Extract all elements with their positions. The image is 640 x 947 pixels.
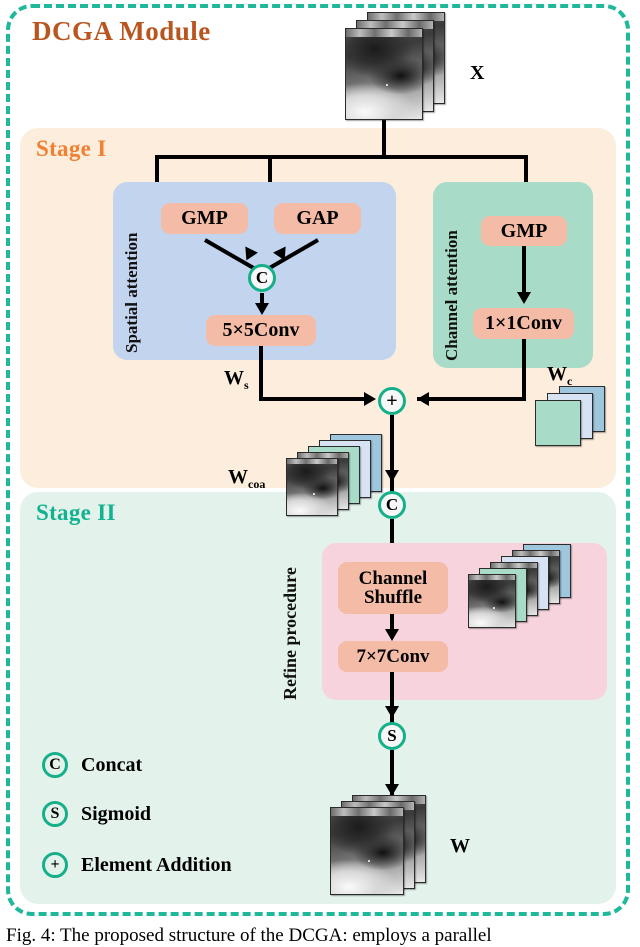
sigmoid-icon: S	[42, 801, 68, 827]
edge-input-to-bus	[382, 120, 386, 157]
stage-one-title: Stage I	[36, 136, 107, 161]
legend-label-addition: Element Addition	[81, 853, 232, 876]
figure-caption: Fig. 4: The proposed structure of the DC…	[6, 925, 492, 946]
refine-procedure-label: Refine procedure	[280, 567, 300, 700]
element-addition-node[interactable]: +	[378, 387, 406, 415]
concat-node-spatial[interactable]: C	[248, 264, 276, 292]
shuffle-plane-6	[468, 574, 516, 628]
channel-shuffle-line2: Shuffle	[363, 587, 423, 608]
edge-shuffle-to-conv77	[390, 614, 394, 634]
edge-bus-to-gap-spatial	[268, 155, 272, 188]
output-plane-front	[330, 807, 404, 895]
conv-7x7-box[interactable]: 7×7Conv	[338, 641, 448, 672]
edge-concat2-to-shuffle	[390, 519, 394, 557]
channel-attention-label: Channel attention	[442, 230, 461, 361]
edge-bus-to-gmp-spatial	[155, 155, 159, 188]
edge-concat-to-conv55	[260, 293, 264, 305]
arrowhead-concat2	[385, 470, 399, 482]
wc-plane-front	[535, 400, 581, 446]
plus-icon: +	[42, 852, 68, 878]
concat-icon: C	[42, 752, 68, 778]
edge-bus-to-gmp-channel	[524, 155, 528, 201]
edge-conv55-down	[259, 346, 263, 401]
spatial-attention-label: Spatial attention	[122, 232, 141, 353]
legend-label-concat: Concat	[81, 753, 143, 776]
gmp-channel-box[interactable]: GMP	[481, 216, 567, 246]
arrowhead-ws-addition	[364, 392, 376, 406]
arrowhead-output	[385, 784, 399, 796]
output-tensor-label: W	[450, 835, 470, 857]
page-title: DCGA Module	[32, 16, 211, 46]
gmp-spatial-box[interactable]: GMP	[161, 203, 248, 234]
gap-spatial-box[interactable]: GAP	[274, 203, 361, 234]
legend-item-addition: + Element Addition	[42, 852, 232, 878]
edge-addition-to-concat2	[390, 415, 394, 493]
edge-wc-to-addition	[417, 397, 526, 401]
edge-bus-horizontal	[155, 155, 528, 159]
channel-shuffle-line1: Channel	[358, 567, 428, 589]
wcoa-plane-5	[286, 458, 338, 516]
coarse-weight-label: Wcoa	[228, 466, 266, 491]
input-plane-front	[345, 28, 423, 120]
edge-conv11-down	[522, 339, 526, 401]
arrowhead-conv55	[255, 303, 269, 315]
arrowhead-wc-addition	[417, 392, 429, 406]
arrowhead-conv77	[385, 629, 399, 641]
edge-sigmoid-to-output	[390, 750, 394, 795]
legend-item-concat: C Concat	[42, 752, 142, 778]
concat-node-stage2[interactable]: C	[378, 491, 406, 519]
legend-label-sigmoid: Sigmoid	[81, 802, 152, 825]
edge-ws-to-addition	[259, 397, 367, 401]
spatial-weight-label: Ws	[224, 367, 249, 392]
conv-5x5-box[interactable]: 5×5Conv	[206, 315, 316, 346]
edge-conv77-to-sigmoid	[390, 672, 394, 726]
arrowhead-sigmoid	[385, 706, 399, 718]
stage-two-title: Stage II	[36, 500, 116, 525]
sigmoid-node[interactable]: S	[378, 722, 406, 750]
channel-weight-label: Wc	[547, 363, 573, 388]
input-tensor-label: X	[470, 62, 485, 84]
legend-item-sigmoid: S Sigmoid	[42, 801, 151, 827]
conv-1x1-box[interactable]: 1×1Conv	[473, 308, 574, 339]
arrowhead-conv11	[517, 292, 531, 304]
channel-shuffle-box[interactable]: Channel Shuffle	[338, 562, 448, 614]
edge-gmp-to-conv11	[522, 246, 526, 292]
